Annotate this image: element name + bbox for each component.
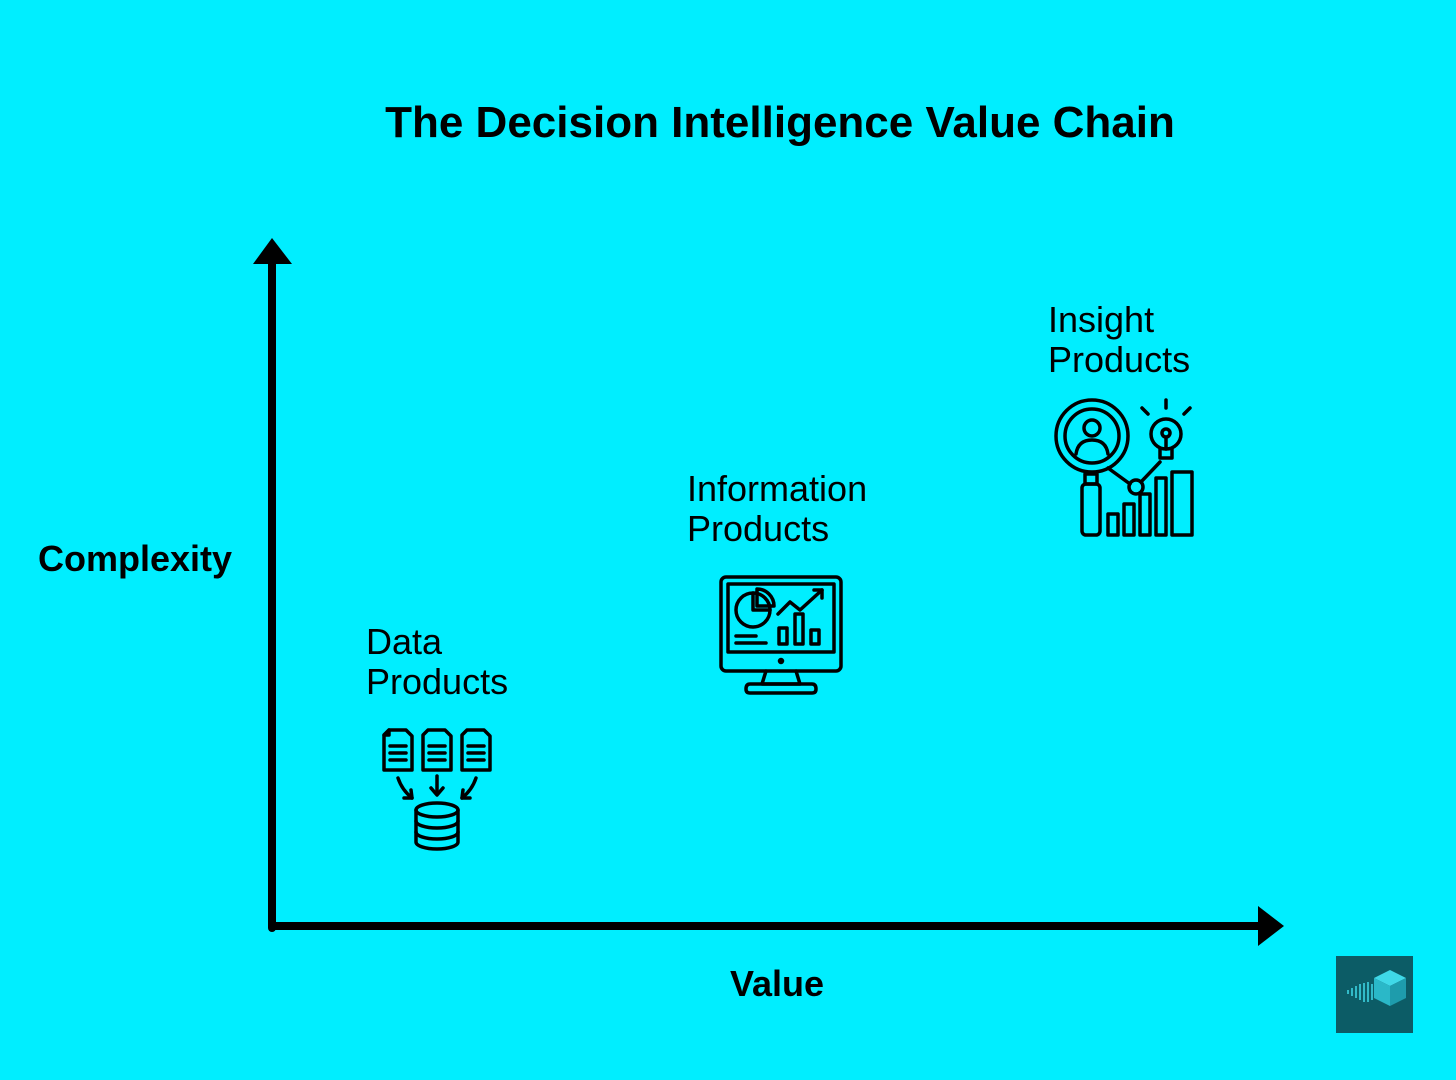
cube-logo-icon xyxy=(1336,956,1413,1033)
y-axis-label: Complexity xyxy=(38,538,233,579)
stage-label-data-products: Data Products xyxy=(366,622,508,702)
stage-label-line1: Insight xyxy=(1048,299,1155,340)
x-axis-label: Value xyxy=(730,963,825,1004)
stage-label-line2: Products xyxy=(366,661,509,702)
x-axis-arrowhead xyxy=(1258,906,1284,946)
stage-label-insight-products: Insight Products xyxy=(1048,300,1190,380)
stage-label-information-products: Information Products xyxy=(687,469,867,549)
dashboard-monitor-icon xyxy=(719,575,843,695)
stage-label-line2: Products xyxy=(1048,339,1191,380)
insight-analytics-icon xyxy=(1054,398,1194,537)
stage-label-line1: Data xyxy=(366,621,443,662)
stage-label-line1: Information xyxy=(687,468,868,509)
diagram-title: The Decision Intelligence Value Chain xyxy=(385,98,1175,147)
stage-label-line2: Products xyxy=(687,508,830,549)
documents-to-database-icon xyxy=(382,728,492,851)
y-axis-arrowhead xyxy=(253,238,292,264)
